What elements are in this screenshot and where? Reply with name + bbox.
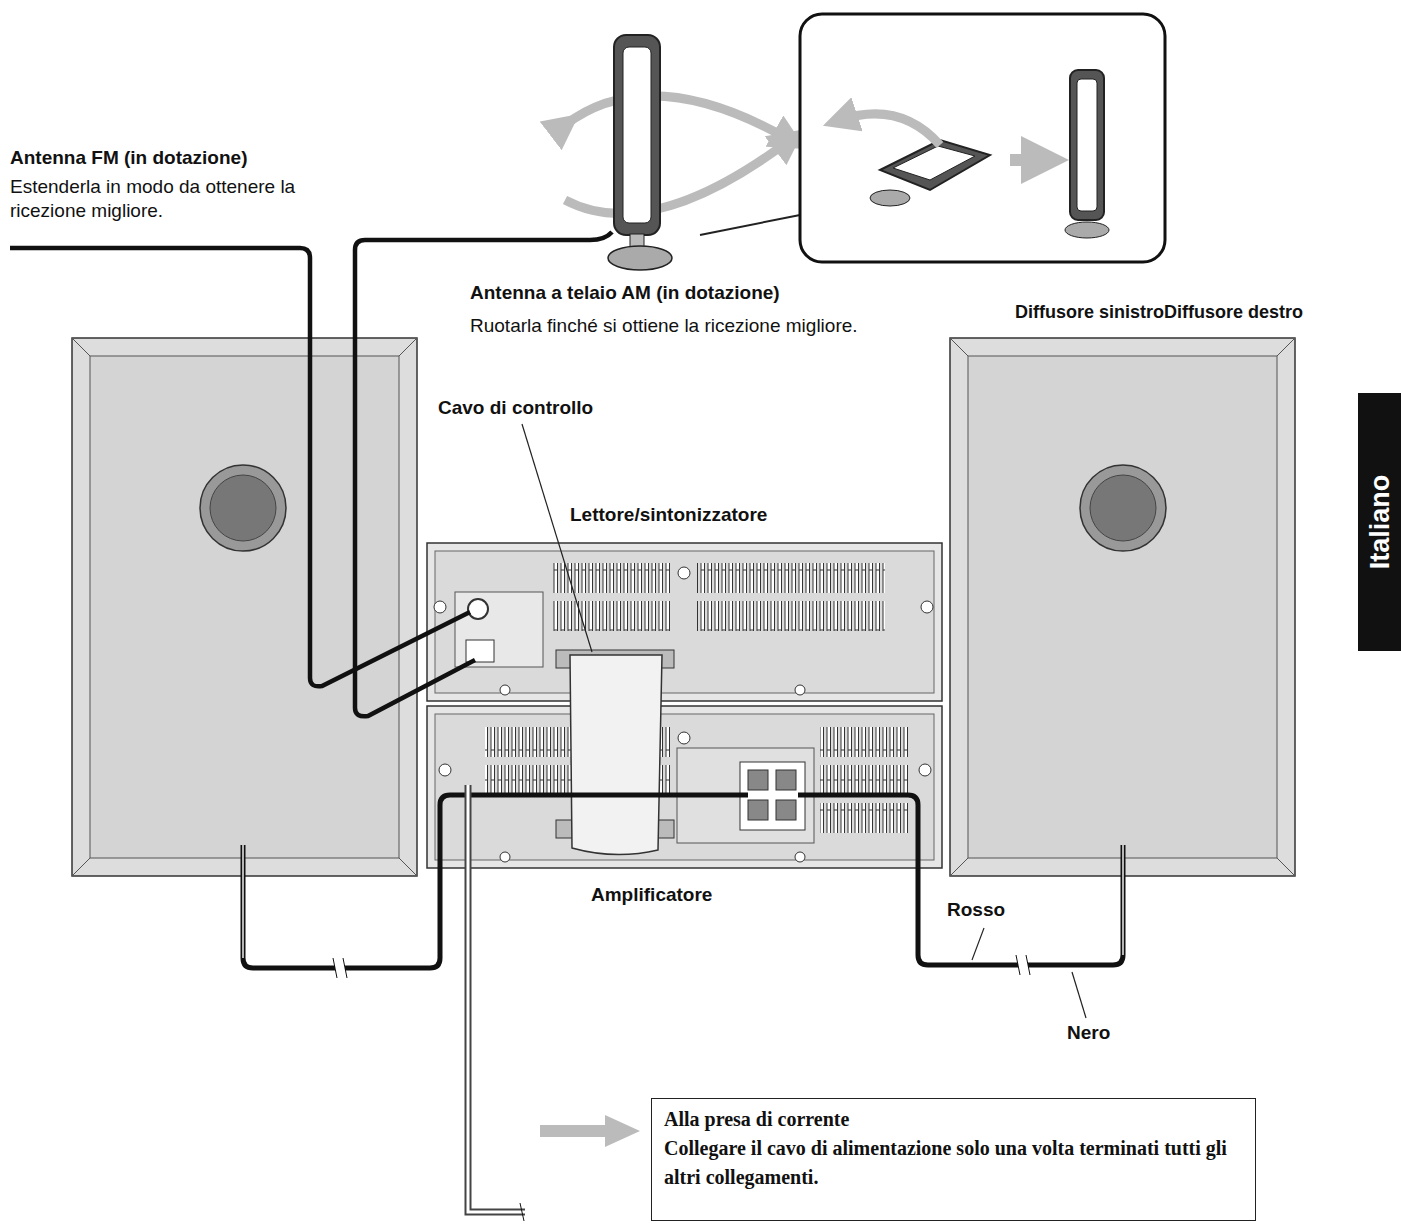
player-tuner-unit [427,543,942,701]
red-wire-leader [972,928,984,960]
player-label: Lettore/sintonizzatore [570,503,767,527]
antenna-assembly-callout [700,14,1165,262]
language-tab: Italiano [1358,393,1401,651]
right-speaker [950,338,1295,876]
wire-color-label: Nero [1067,1021,1110,1045]
note-box: Alla presa di correnteCollegare il cavo … [651,1098,1256,1221]
left-speaker-wire [243,795,748,968]
fm-antenna-wire [10,248,470,686]
note-body: Collegare il cavo di alimentazione solo … [664,1134,1243,1192]
note-heading: Alla presa di corrente [664,1105,1243,1134]
amplifier-label: Amplificatore [591,883,712,907]
control-cable-leader [522,424,592,652]
left-speaker [72,338,417,876]
fm-antenna-title: Antenna FM (in dotazione) [10,146,247,170]
right-speaker-wire [798,795,1123,965]
wire-color-label: Rosso [947,898,1005,922]
am-antenna-note: Ruotarla finché si ottiene la ricezione … [470,314,875,338]
power-arrow [540,1115,640,1147]
black-wire-leader [1072,972,1086,1018]
am-loop-antenna [565,35,790,270]
control-ribbon-cable [570,655,662,855]
am-antenna-title: Antenna a telaio AM (in dotazione) [470,281,780,305]
control-cable-label: Cavo di controllo [438,396,593,420]
speaker-label: Diffusore sinistroDiffusore destro [1015,301,1303,324]
tab-text: Italiano [1364,475,1395,570]
am-antenna-wire [355,232,612,716]
amplifier-unit [427,706,942,868]
power-cable [468,785,525,1212]
fm-antenna-note: Estenderla in modo da ottenere la ricezi… [10,175,355,223]
